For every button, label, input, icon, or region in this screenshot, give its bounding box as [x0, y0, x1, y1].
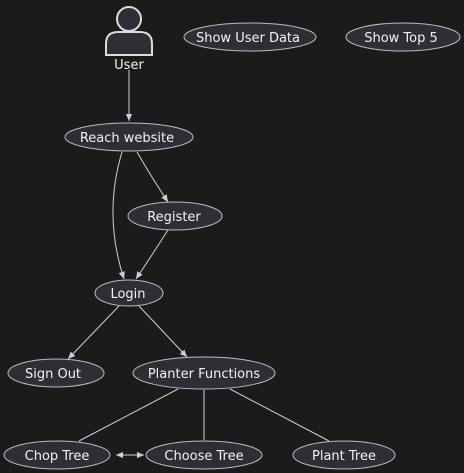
edge-reach-website-to-register: [136, 151, 169, 203]
register-label: Register: [147, 210, 201, 225]
register-ellipse: [127, 201, 223, 231]
login-label: Login: [110, 287, 145, 302]
user-head-icon: [116, 6, 142, 32]
choose-tree-ellipse: [145, 440, 263, 470]
login-ellipse: [94, 279, 164, 307]
use-case-login[interactable]: Login: [94, 279, 164, 307]
edge-planter-functions-to-chop-tree: [78, 388, 179, 442]
chop-tree-label: Chop Tree: [25, 449, 90, 464]
use-case-reach-website[interactable]: Reach website: [64, 122, 194, 152]
use-case-sign-out[interactable]: Sign Out: [7, 358, 105, 388]
use-case-register[interactable]: Register: [127, 201, 223, 231]
use-case-show-top5[interactable]: Show Top 5: [345, 22, 461, 52]
user-body-icon: [105, 31, 153, 56]
edge-register-to-login: [135, 229, 169, 280]
choose-tree-label: Choose Tree: [164, 449, 243, 464]
show-user-data-label: Show User Data: [196, 31, 300, 46]
edges: [67, 70, 330, 459]
user-label: User: [114, 58, 144, 73]
edge-login-to-sign-out: [67, 305, 120, 360]
use-case-chop-tree[interactable]: Chop Tree: [3, 440, 111, 470]
sign-out-ellipse: [7, 358, 105, 388]
edge-planter-functions-to-plant-tree: [229, 388, 330, 442]
use-case-choose-tree[interactable]: Choose Tree: [145, 440, 263, 470]
planter-functions-ellipse: [132, 356, 276, 390]
reach-website-label: Reach website: [80, 131, 174, 146]
plant-tree-label: Plant Tree: [312, 449, 376, 464]
plant-tree-ellipse: [292, 440, 396, 470]
use-case-show-user-data[interactable]: Show User Data: [183, 22, 317, 52]
show-user-data-ellipse: [183, 22, 317, 52]
chop-tree-ellipse: [3, 440, 111, 470]
reach-website-ellipse: [64, 122, 194, 152]
edge-login-to-planter-functions: [138, 305, 188, 358]
show-top5-label: Show Top 5: [364, 31, 438, 46]
sign-out-label: Sign Out: [25, 367, 81, 382]
show-top5-ellipse: [345, 22, 461, 52]
actor-user[interactable]: User: [105, 6, 153, 73]
edge-reach-website-to-login: [112, 151, 125, 280]
planter-functions-label: Planter Functions: [148, 367, 261, 382]
use-case-planter-functions[interactable]: Planter Functions: [132, 356, 276, 390]
use-case-plant-tree[interactable]: Plant Tree: [292, 440, 396, 470]
